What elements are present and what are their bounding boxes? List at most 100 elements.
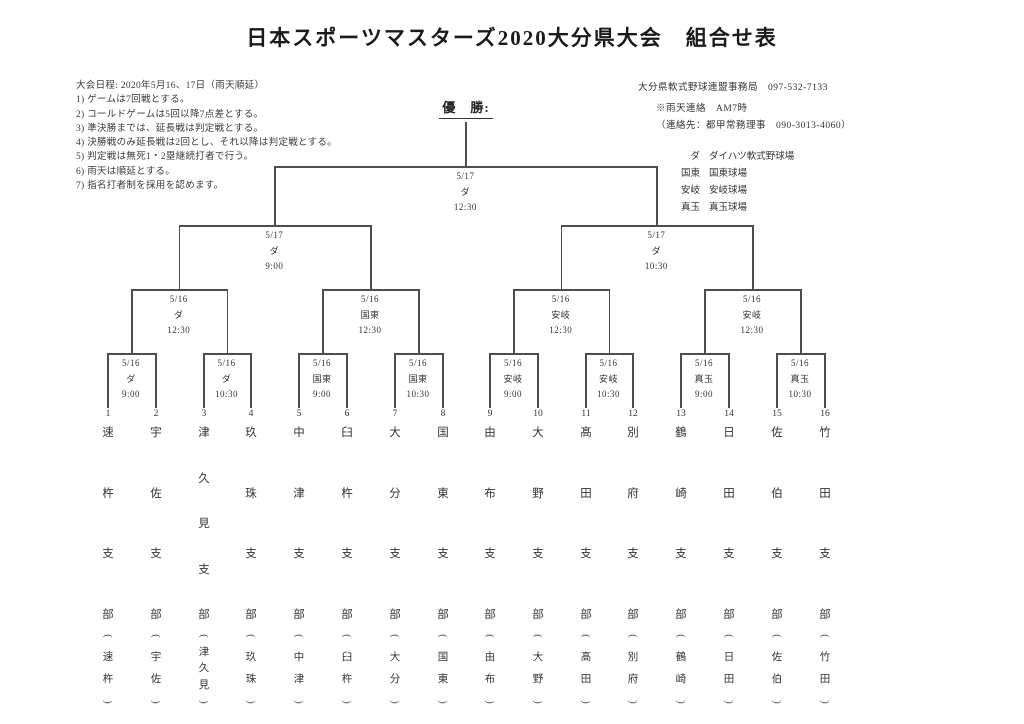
team-name-char: 支	[150, 548, 162, 561]
team-name: 中津支部	[284, 426, 314, 622]
team-name-char: 部	[150, 608, 162, 621]
team-short-name: (玖珠)	[236, 630, 266, 708]
bracket-connector-line	[585, 353, 634, 355]
close-paren: )	[340, 700, 353, 704]
match-venue: ダ	[460, 186, 471, 197]
bracket-connector-line	[656, 166, 658, 225]
team-name-char: 野	[532, 487, 544, 500]
open-paren: (	[722, 634, 735, 638]
bracket-connector-line	[178, 225, 181, 289]
team-short-char: 速	[102, 652, 114, 663]
team-short-name: (佐伯)	[762, 630, 792, 708]
match-date: 5/16	[503, 358, 522, 368]
team-short-name: (宇佐)	[141, 630, 171, 708]
team-short-name: (大分)	[380, 630, 410, 708]
team-name-char: 部	[198, 609, 210, 621]
team-short-name: (竹田)	[810, 630, 840, 708]
match-time: 12:30	[358, 325, 382, 335]
federation-office-contact: 大分県軟式野球連盟事務局 097-532-7133	[638, 83, 828, 93]
team-seed: 6	[344, 409, 350, 419]
team-name-char: 分	[389, 487, 401, 500]
team-short-name: (鶴崎)	[666, 630, 696, 708]
team-name-char: 杵	[102, 487, 114, 500]
match-time: 9:00	[503, 389, 522, 399]
team-name-char: 支	[819, 548, 831, 561]
bracket-connector-line	[298, 353, 348, 355]
team-name-char: 支	[675, 548, 687, 561]
team-name-char: 府	[627, 487, 639, 500]
team-name-char: 部	[437, 608, 449, 621]
team-name-char: 支	[245, 548, 257, 561]
close-paren: )	[388, 700, 401, 704]
team-short-char: 田	[580, 674, 592, 685]
venue-name: ダイハツ軟式野球場	[709, 152, 795, 162]
team-name-char: 日	[723, 427, 735, 439]
close-paren: )	[770, 700, 783, 704]
team-short-name: (大野)	[523, 630, 553, 708]
match-date: 5/16	[742, 294, 761, 304]
bracket-connector-line	[394, 353, 444, 355]
team-name-char: 支	[437, 548, 449, 561]
team-seed: 8	[440, 409, 446, 419]
close-paren: )	[436, 700, 449, 704]
bracket-connector-line	[178, 225, 372, 227]
close-paren: )	[818, 700, 831, 704]
team-name-char: 見	[198, 518, 210, 530]
team-name-char: 支	[771, 548, 783, 561]
team-seed: 12	[628, 409, 638, 419]
team-short-char: 田	[723, 674, 735, 685]
match-venue: ダ	[269, 245, 280, 256]
team-name-char: 部	[819, 608, 831, 621]
team-short-name: (髙田)	[571, 630, 601, 708]
bracket-connector-line	[203, 353, 252, 355]
bracket-connector-line	[704, 289, 706, 353]
team-name-char: 佐	[771, 427, 783, 439]
bracket-connector-line	[776, 353, 778, 408]
team-name: 国東支部	[428, 426, 458, 622]
team-name: 由布支部	[475, 426, 505, 622]
open-paren: (	[149, 634, 162, 638]
team-seed: 15	[772, 409, 782, 419]
open-paren: (	[244, 634, 257, 638]
bracket-connector-line	[560, 225, 754, 227]
match-date: 5/16	[790, 358, 809, 368]
venue-abbr: ダ	[690, 152, 700, 162]
team-short-name: (日田)	[714, 630, 744, 708]
note-line: 4) 決勝戦のみ延長戦は2回とし、それ以降は判定戦とする。	[76, 138, 337, 149]
team-seed: 5	[296, 409, 302, 419]
team-name-char: 部	[675, 608, 687, 621]
team-short-char: 別	[627, 652, 639, 663]
team-short-char: 府	[627, 674, 639, 685]
team-name: 別府支部	[618, 426, 648, 622]
team-short-char: 杵	[341, 674, 353, 685]
note-line: 1) ゲームは7回戦とする。	[76, 95, 190, 106]
team-name-char: 佐	[150, 487, 162, 500]
bracket-connector-line	[155, 353, 157, 408]
bracket-connector-line	[442, 353, 444, 408]
venue-abbr: 安岐	[680, 186, 700, 196]
team-name-char: 支	[580, 548, 592, 561]
team-seed: 1	[105, 409, 111, 419]
match-venue: ダ	[126, 373, 136, 384]
open-paren: (	[340, 634, 353, 638]
page-title: 日本スポーツマスターズ2020大分県大会 組合せ表	[246, 26, 778, 50]
team-name-char: 由	[484, 427, 496, 439]
match-date: 5/17	[647, 230, 666, 240]
bracket-connector-line	[728, 353, 730, 408]
rain-notice: ※雨天連絡 AM7時	[656, 104, 748, 114]
team-short-char: 佐	[771, 652, 783, 663]
team-seed: 16	[820, 409, 830, 419]
team-seed: 2	[153, 409, 159, 419]
team-seed: 14	[724, 409, 734, 419]
team-short-name: (中津)	[284, 630, 314, 708]
team-name-char: 部	[532, 608, 544, 621]
